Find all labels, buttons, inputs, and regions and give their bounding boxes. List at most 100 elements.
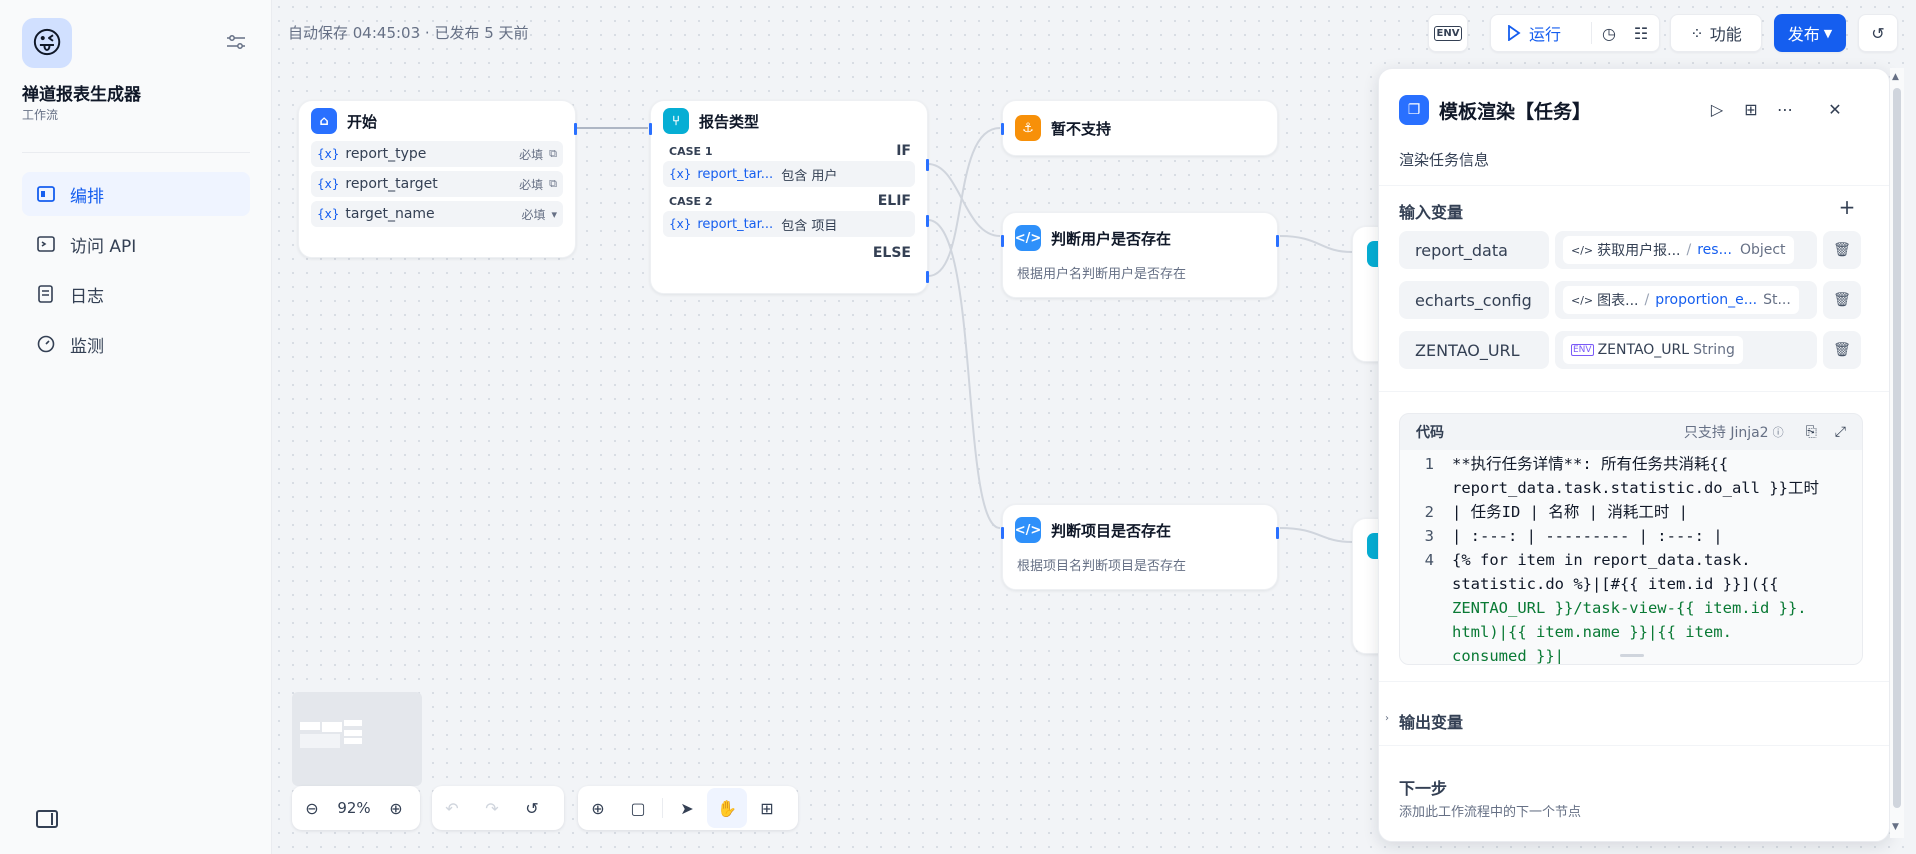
- input-handle[interactable]: [1001, 527, 1004, 539]
- output-handle[interactable]: [1276, 527, 1279, 539]
- terminal-icon: [36, 234, 56, 254]
- version-history-button[interactable]: ↺: [1858, 14, 1898, 52]
- var-value-selector[interactable]: ENV ZENTAO_URL String: [1555, 331, 1817, 369]
- input-handle[interactable]: [649, 123, 652, 135]
- select-type-icon: ▾: [551, 207, 557, 221]
- panel-scrollbar[interactable]: ▲ ▼: [1890, 68, 1904, 838]
- checklist-icon[interactable]: ☷: [1633, 23, 1649, 43]
- delete-var-button[interactable]: 🗑: [1823, 281, 1861, 319]
- node-title: 暂不支持: [1051, 119, 1112, 138]
- undo-icon[interactable]: ↶: [445, 798, 459, 818]
- variable-icon: {x}: [317, 207, 340, 221]
- output-handle-elif[interactable]: [926, 215, 929, 227]
- sidebar-item-monitor[interactable]: 监测: [22, 322, 250, 366]
- code-line: | :---: | --------- | :---: |: [1452, 527, 1723, 545]
- input-handle[interactable]: [1001, 235, 1004, 247]
- pointer-icon[interactable]: ➤: [680, 798, 694, 818]
- publish-button[interactable]: 发布 ▼: [1774, 14, 1846, 52]
- zoom-level[interactable]: 92%: [337, 799, 371, 817]
- var-type: Object: [1739, 242, 1786, 258]
- run-step-icon[interactable]: ▷: [1710, 99, 1724, 119]
- scroll-up-icon[interactable]: ▲: [1892, 72, 1899, 82]
- scroll-down-icon[interactable]: ▼: [1892, 822, 1899, 832]
- node-if-else[interactable]: ⑂报告类型 CASE 1 IF {x}report_tar...包含 用户 CA…: [649, 100, 929, 294]
- condition-var: report_tar...: [697, 216, 774, 232]
- code-icon: </>: [1571, 243, 1594, 257]
- line-number: 2: [1424, 503, 1434, 521]
- var-name-input[interactable]: ZENTAO_URL: [1399, 331, 1549, 369]
- line-number: 4: [1424, 551, 1434, 569]
- add-variable-icon[interactable]: +: [1838, 195, 1856, 219]
- input-vars-title: 输入变量: [1399, 203, 1464, 222]
- autosave-status: 自动保存 04:45:03 · 已发布 5 天前: [288, 24, 529, 42]
- output-vars-title[interactable]: 输出变量: [1399, 713, 1464, 732]
- delete-var-button[interactable]: 🗑: [1823, 231, 1861, 269]
- sidebar-item-orchestrate[interactable]: 编排: [22, 172, 250, 216]
- zoom-in-icon[interactable]: ⊕: [389, 798, 403, 818]
- minimap[interactable]: [292, 692, 422, 786]
- var-name-input[interactable]: report_data: [1399, 231, 1549, 269]
- node-title: 判断项目是否存在: [1051, 521, 1172, 540]
- sidebar-item-logs[interactable]: 日志: [22, 272, 250, 316]
- node-title: 报告类型: [699, 112, 760, 131]
- code-line: | 任务ID | 名称 | 消耗工时 |: [1452, 503, 1688, 521]
- sidebar-item-api[interactable]: 访问 API: [22, 222, 250, 266]
- env-button[interactable]: ENV: [1428, 14, 1468, 52]
- delete-var-button[interactable]: 🗑: [1823, 331, 1861, 369]
- close-icon[interactable]: ✕: [1828, 99, 1842, 119]
- input-handle[interactable]: [1001, 123, 1004, 135]
- var-value-selector[interactable]: </> 图表... / proportion_e... St...: [1555, 281, 1817, 319]
- panel-description[interactable]: 渲染任务信息: [1399, 151, 1490, 169]
- run-button[interactable]: 运行: [1491, 21, 1591, 45]
- var-source-node: 图表...: [1597, 293, 1639, 309]
- features-icon: ⁘: [1690, 23, 1704, 43]
- resize-handle[interactable]: [1620, 654, 1644, 657]
- code-icon: </>: [1015, 225, 1041, 251]
- var-name-input[interactable]: echarts_config: [1399, 281, 1549, 319]
- code-content[interactable]: 1 **执行任务详情**: 所有任务共消耗{{ report_data.task…: [1400, 450, 1862, 664]
- output-handle-else[interactable]: [926, 271, 929, 283]
- organize-icon[interactable]: ⊞: [760, 798, 774, 818]
- text-type-icon: ⧉: [549, 147, 557, 160]
- minimap-preview: [300, 720, 362, 748]
- add-node-icon[interactable]: ⊕: [591, 798, 605, 818]
- code-line: html)|{{ item.name }}|{{ item.: [1452, 623, 1732, 641]
- node-check-project[interactable]: </>判断项目是否存在 根据项目名判断项目是否存在: [1001, 504, 1279, 590]
- else-keyword: ELSE: [872, 245, 911, 261]
- help-book-icon[interactable]: ⊞: [1744, 99, 1758, 119]
- output-handle[interactable]: [574, 123, 577, 135]
- expand-icon[interactable]: ⤢: [1834, 424, 1846, 440]
- code-line: {% for item in report_data.task.: [1452, 551, 1751, 569]
- features-button[interactable]: ⁘ 功能: [1670, 14, 1762, 52]
- publish-label: 发布: [1787, 25, 1820, 44]
- chevron-right-icon[interactable]: ›: [1385, 713, 1389, 724]
- scroll-thumb[interactable]: [1893, 88, 1901, 808]
- hand-icon[interactable]: ✋: [707, 788, 747, 828]
- node-unsupported[interactable]: ⚓暂不支持: [1001, 100, 1278, 156]
- settings-toggle-icon[interactable]: [226, 34, 246, 50]
- output-handle-if[interactable]: [926, 159, 929, 171]
- run-group: 运行 ◷ ☷: [1490, 14, 1660, 52]
- more-icon[interactable]: ⋯: [1777, 99, 1793, 119]
- zoom-out-icon[interactable]: ⊖: [305, 798, 319, 818]
- var-value-selector[interactable]: </> 获取用户报... / res... Object: [1555, 231, 1817, 269]
- help-icon[interactable]: ⓘ: [1772, 426, 1784, 439]
- node-title: 判断用户是否存在: [1051, 229, 1172, 248]
- var-type: String: [1693, 342, 1735, 358]
- output-handle[interactable]: [1276, 235, 1279, 247]
- panel-title[interactable]: 模板渲染【任务】: [1439, 101, 1592, 123]
- history-run-icon[interactable]: ◷: [1602, 23, 1616, 43]
- copy-icon[interactable]: ⎘: [1805, 424, 1817, 440]
- collapse-sidebar-icon[interactable]: [36, 810, 58, 828]
- required-label: 必填: [521, 207, 546, 222]
- variable-icon: {x}: [317, 177, 340, 191]
- var-type: St...: [1763, 292, 1791, 308]
- redo-icon[interactable]: ↷: [485, 798, 499, 818]
- node-check-user[interactable]: </>判断用户是否存在 根据用户名判断用户是否存在: [1001, 212, 1279, 298]
- add-note-icon[interactable]: ▢: [630, 798, 646, 818]
- var-ref-chip: </> 图表... / proportion_e... St...: [1563, 286, 1799, 314]
- history-icon[interactable]: ↺: [525, 798, 539, 818]
